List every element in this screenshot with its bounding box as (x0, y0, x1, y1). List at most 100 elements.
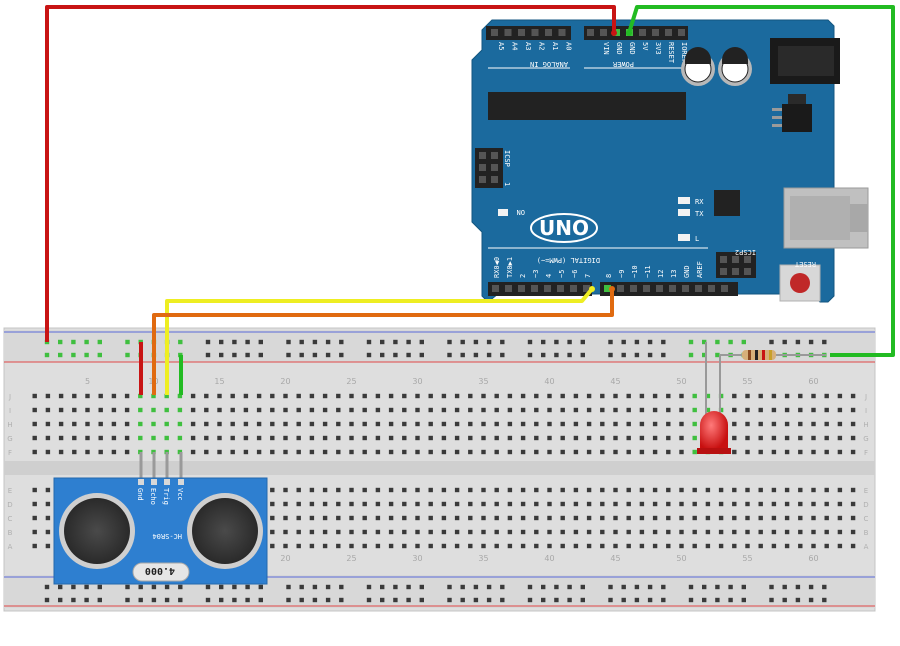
breadboard-hole[interactable] (600, 529, 605, 535)
breadboard-hole[interactable] (468, 515, 473, 521)
rail-hole[interactable] (205, 339, 211, 345)
breadboard-hole[interactable] (692, 487, 697, 493)
icsp2-pin-hole[interactable] (720, 268, 727, 275)
breadboard-hole[interactable] (573, 407, 579, 413)
rail-hole[interactable] (393, 339, 398, 345)
rail-hole[interactable] (715, 339, 720, 345)
breadboard-hole[interactable] (494, 421, 499, 427)
rail-hole[interactable] (500, 584, 505, 590)
rail-hole[interactable] (339, 584, 344, 590)
breadboard-hole[interactable] (45, 501, 51, 507)
breadboard-hole[interactable] (309, 421, 315, 427)
breadboard-hole[interactable] (204, 393, 209, 399)
breadboard-hole[interactable] (626, 543, 631, 549)
breadboard-hole[interactable] (336, 435, 341, 441)
breadboard-hole[interactable] (322, 421, 328, 427)
header-pin-hole[interactable] (630, 285, 637, 292)
breadboard-hole[interactable] (322, 393, 328, 399)
rail-hole[interactable] (219, 597, 224, 603)
breadboard-hole[interactable] (296, 529, 301, 535)
breadboard-hole[interactable] (600, 487, 605, 493)
breadboard-hole[interactable] (362, 529, 367, 535)
breadboard-hole[interactable] (652, 407, 658, 413)
breadboard-hole[interactable] (771, 393, 777, 399)
breadboard-hole[interactable] (679, 543, 684, 549)
breadboard-hole[interactable] (745, 529, 750, 535)
breadboard-hole[interactable] (652, 515, 658, 521)
rail-hole[interactable] (795, 597, 801, 603)
rail-hole[interactable] (460, 597, 465, 603)
rail-hole[interactable] (460, 584, 465, 590)
rail-hole[interactable] (419, 339, 424, 345)
rail-hole[interactable] (702, 584, 707, 590)
breadboard-hole[interactable] (481, 449, 486, 455)
rail-hole[interactable] (473, 584, 479, 590)
breadboard-hole[interactable] (520, 393, 526, 399)
breadboard-hole[interactable] (243, 407, 249, 413)
breadboard-hole[interactable] (468, 501, 473, 507)
breadboard-hole[interactable] (784, 435, 790, 441)
wire-orange-echo[interactable] (152, 289, 614, 395)
breadboard-hole[interactable] (758, 501, 763, 507)
rail-hole[interactable] (380, 584, 385, 590)
rail-hole[interactable] (205, 352, 211, 358)
breadboard-hole[interactable] (798, 487, 803, 493)
rail-hole[interactable] (567, 339, 572, 345)
header-pin-hole[interactable] (518, 29, 525, 36)
breadboard-hole[interactable] (164, 393, 169, 399)
header-pin-hole[interactable] (491, 29, 498, 36)
breadboard-hole[interactable] (441, 393, 447, 399)
breadboard-hole[interactable] (322, 449, 328, 455)
breadboard-hole[interactable] (428, 421, 433, 427)
breadboard-hole[interactable] (494, 501, 499, 507)
rail-hole[interactable] (44, 597, 50, 603)
header-pin-hole[interactable] (665, 29, 672, 36)
breadboard-hole[interactable] (626, 449, 631, 455)
breadboard-hole[interactable] (613, 393, 618, 399)
breadboard-hole[interactable] (771, 407, 777, 413)
breadboard-hole[interactable] (177, 435, 183, 441)
breadboard-hole[interactable] (98, 393, 103, 399)
breadboard-hole[interactable] (850, 487, 856, 493)
breadboard-hole[interactable] (270, 421, 275, 427)
breadboard-hole[interactable] (190, 421, 196, 427)
breadboard-hole[interactable] (837, 529, 843, 535)
rail-hole[interactable] (366, 352, 372, 358)
breadboard-hole[interactable] (336, 501, 341, 507)
rail-hole[interactable] (393, 352, 398, 358)
rail-hole[interactable] (58, 352, 63, 358)
rail-hole[interactable] (527, 597, 533, 603)
breadboard-hole[interactable] (560, 449, 565, 455)
breadboard-hole[interactable] (138, 393, 143, 399)
breadboard-hole[interactable] (58, 407, 64, 413)
breadboard-hole[interactable] (481, 501, 486, 507)
breadboard-hole[interactable] (283, 515, 288, 521)
rail-hole[interactable] (688, 597, 694, 603)
breadboard-hole[interactable] (375, 449, 381, 455)
breadboard-hole[interactable] (586, 515, 592, 521)
breadboard-hole[interactable] (177, 393, 183, 399)
breadboard-hole[interactable] (428, 393, 433, 399)
breadboard-hole[interactable] (798, 421, 803, 427)
rail-hole[interactable] (178, 584, 183, 590)
rail-hole[interactable] (58, 584, 63, 590)
breadboard-hole[interactable] (718, 487, 724, 493)
rail-hole[interactable] (258, 597, 263, 603)
breadboard-hole[interactable] (468, 487, 473, 493)
breadboard-hole[interactable] (811, 407, 816, 413)
icsp2-pin-hole[interactable] (744, 268, 751, 275)
breadboard-hole[interactable] (124, 435, 130, 441)
rail-hole[interactable] (527, 352, 533, 358)
breadboard-hole[interactable] (164, 421, 169, 427)
breadboard-hole[interactable] (679, 435, 684, 441)
icsp-pin-hole[interactable] (491, 164, 498, 171)
breadboard-hole[interactable] (98, 407, 103, 413)
rail-hole[interactable] (822, 339, 827, 345)
breadboard-hole[interactable] (745, 407, 750, 413)
rail-hole[interactable] (299, 339, 304, 345)
breadboard-hole[interactable] (732, 449, 737, 455)
breadboard-hole[interactable] (520, 529, 526, 535)
breadboard-hole[interactable] (745, 421, 750, 427)
resistor[interactable] (720, 350, 826, 360)
breadboard-hole[interactable] (652, 501, 658, 507)
